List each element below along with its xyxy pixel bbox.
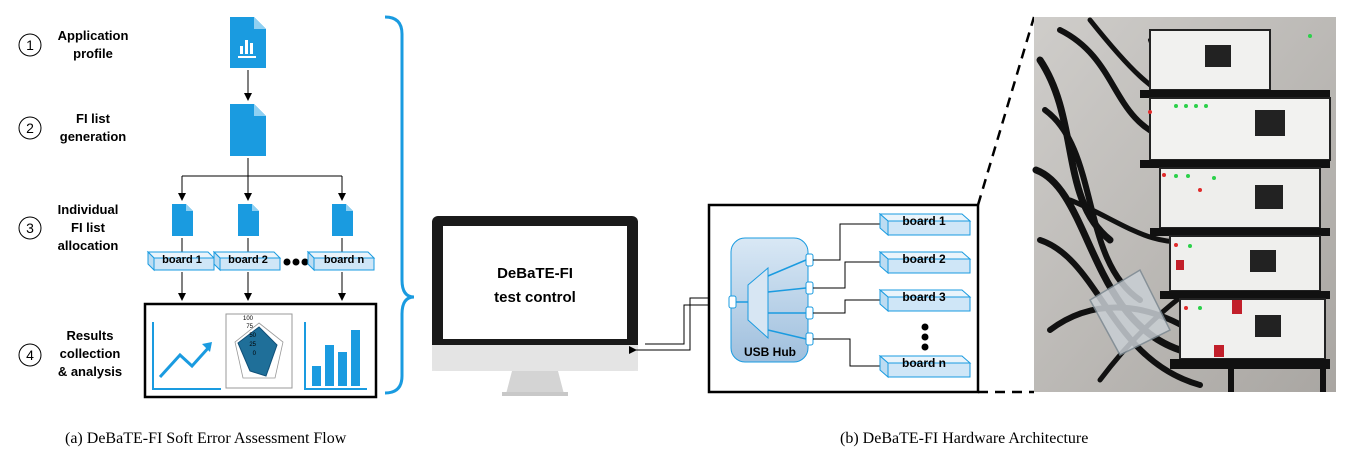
hw-board-label: board 3 xyxy=(902,290,946,304)
board-cable xyxy=(813,338,880,367)
board-cable xyxy=(813,261,880,289)
zoom-dashed-line xyxy=(976,16,1036,206)
radar-tick: 50 xyxy=(249,333,256,339)
monitor-subtitle: test control xyxy=(494,289,576,306)
hw-board-label: board 2 xyxy=(902,252,946,266)
flow-board-2: board 2 xyxy=(212,250,282,272)
grouping-brace xyxy=(384,15,415,395)
hw-board-2: board 2 xyxy=(878,250,972,275)
step-label-line: profile xyxy=(73,46,113,61)
step-2: 2 FI list generation xyxy=(18,111,127,144)
radar-tick: 0 xyxy=(253,351,257,357)
hw-board-label: board 1 xyxy=(902,214,946,228)
hw-board-label: board n xyxy=(902,356,946,370)
app-profile-document-icon xyxy=(230,17,266,68)
step-number-circle xyxy=(18,33,42,57)
board-cable xyxy=(813,299,880,314)
flow-board-1: board 1 xyxy=(146,250,216,272)
bar-chart-icon xyxy=(304,322,367,390)
step-3: 3 Individual FI list allocation xyxy=(18,202,119,253)
step-label-line: Results xyxy=(67,328,114,343)
step-number: 1 xyxy=(26,37,34,53)
caption-right: (b) DeBaTE-FI Hardware Architecture xyxy=(840,430,1088,447)
fi-sublist-document-icon xyxy=(172,204,193,236)
radar-tick: 25 xyxy=(249,342,256,348)
step-1: 1 Application profile xyxy=(18,28,129,61)
step-number-circle xyxy=(18,116,42,140)
caption-left: (a) DeBaTE-FI Soft Error Assessment Flow xyxy=(65,430,347,447)
hw-board-1: board 1 xyxy=(878,212,972,237)
fi-sublist-document-icon xyxy=(238,204,259,236)
step-label-line: collection xyxy=(60,346,121,361)
step-4: 4 Results collection & analysis xyxy=(18,328,122,379)
step-label-line: generation xyxy=(60,129,127,144)
monitor-icon: DeBaTE-FI test control xyxy=(432,216,638,396)
step-label-line: allocation xyxy=(58,238,119,253)
flow-board-label: board n xyxy=(324,254,365,266)
radar-tick: 100 xyxy=(243,316,254,322)
trend-line-chart-icon xyxy=(152,322,221,390)
step-label-line: & analysis xyxy=(58,364,122,379)
ellipsis-dots xyxy=(283,258,309,266)
fi-sublist-document-icon xyxy=(332,204,353,236)
step-number: 2 xyxy=(26,120,34,136)
usb-hub-icon: USB Hub xyxy=(728,237,814,363)
step-label-line: Individual xyxy=(58,202,119,217)
usb-hub-label: USB Hub xyxy=(744,345,796,359)
hw-board-n: board n xyxy=(878,354,972,379)
hardware-photo xyxy=(1032,17,1336,392)
board-cable xyxy=(813,223,880,261)
step-number-circle xyxy=(18,216,42,240)
step-number: 3 xyxy=(26,220,34,236)
step-number-circle xyxy=(18,343,42,367)
usb-cable xyxy=(645,301,731,345)
radar-tick: 75 xyxy=(246,324,253,330)
step-label-line: FI list xyxy=(76,111,111,126)
flow-board-n: board n xyxy=(306,250,376,272)
flow-board-label: board 1 xyxy=(162,254,202,266)
step-number: 4 xyxy=(26,347,34,363)
flow-board-label: board 2 xyxy=(228,254,268,266)
fi-list-document-icon xyxy=(230,104,266,156)
monitor-title: DeBaTE-FI xyxy=(497,265,573,282)
vertical-ellipsis-dots xyxy=(921,323,929,351)
radar-chart-icon: 100 75 50 25 0 xyxy=(225,313,293,389)
hw-board-3: board 3 xyxy=(878,288,972,313)
step-label-line: Application xyxy=(58,28,129,43)
step-label-line: FI list xyxy=(71,220,106,235)
